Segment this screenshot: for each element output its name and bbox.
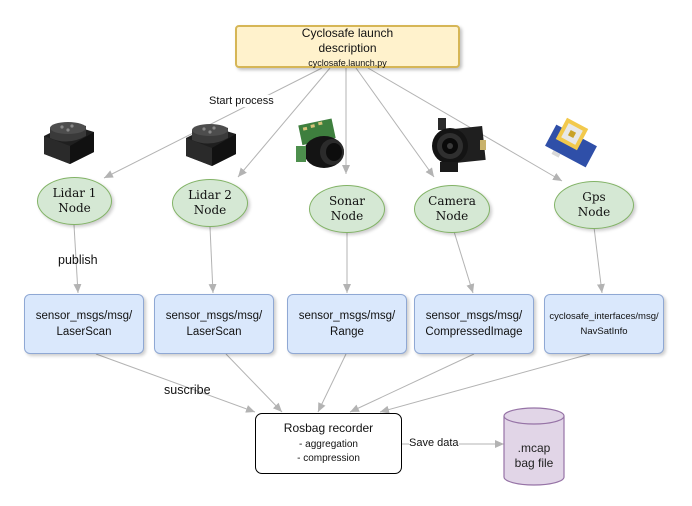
message-type-prefix: sensor_msgs/msg/ bbox=[425, 310, 523, 322]
label-subscribe: suscribe bbox=[164, 383, 211, 397]
edge-msg3-recorder bbox=[317, 353, 347, 413]
message-box-camera: sensor_msgs/msg/ CompressedImage bbox=[414, 294, 534, 354]
recorder-feature: - aggregation bbox=[299, 439, 358, 450]
label-save-data: Save data bbox=[409, 437, 459, 449]
node-sonar: Sonar Node bbox=[309, 185, 385, 233]
lidar-icon bbox=[44, 122, 94, 164]
edge-gps-msg bbox=[593, 226, 605, 294]
edge-launch-camera bbox=[355, 67, 435, 178]
message-type-name: CompressedImage bbox=[425, 326, 523, 338]
camera-icon bbox=[432, 118, 486, 172]
message-box-sonar: sensor_msgs/msg/ Range bbox=[287, 294, 407, 354]
rosbag-recorder-box: Rosbag recorder - aggregation - compress… bbox=[255, 413, 402, 474]
gps-icon bbox=[545, 117, 597, 168]
edge-msg2-recorder bbox=[225, 353, 283, 413]
message-type-name: LaserScan bbox=[186, 326, 242, 338]
lidar-icon bbox=[186, 124, 236, 166]
message-box-lidar1: sensor_msgs/msg/ LaserScan bbox=[24, 294, 144, 354]
message-type-prefix: cyclosafe_interfaces/msg/ bbox=[549, 311, 659, 322]
launch-file: cyclosafe.launch.py bbox=[308, 57, 387, 68]
message-type-name: NavSatInfo bbox=[580, 326, 628, 337]
edge-msg5-recorder bbox=[379, 353, 591, 414]
node-lidar1: Lidar 1 Node bbox=[37, 177, 112, 225]
edge-camera-msg bbox=[451, 224, 475, 294]
edge-lidar1-msg bbox=[73, 224, 82, 294]
message-type-prefix: sensor_msgs/msg/ bbox=[35, 310, 133, 322]
message-type-prefix: sensor_msgs/msg/ bbox=[298, 310, 396, 322]
launch-title: Cyclosafe launch description bbox=[301, 25, 394, 55]
edge-msg1-recorder bbox=[95, 353, 256, 413]
bag-file-label: .mcap bag file bbox=[504, 441, 564, 471]
message-box-gps: cyclosafe_interfaces/msg/ NavSatInfo bbox=[544, 294, 664, 354]
edge-launch-lidar2 bbox=[237, 67, 331, 178]
message-type-prefix: sensor_msgs/msg/ bbox=[165, 310, 263, 322]
edge-msg4-recorder bbox=[349, 353, 475, 413]
edge-lidar2-msg bbox=[208, 226, 217, 294]
edge-launch-gps bbox=[367, 67, 563, 182]
sonar-icon bbox=[296, 118, 344, 168]
message-type-name: Range bbox=[330, 326, 364, 338]
launch-description-box: Cyclosafe launch description cyclosafe.l… bbox=[235, 25, 460, 68]
node-gps: Gps Node bbox=[554, 181, 634, 229]
bag-file-cylinder bbox=[503, 407, 565, 486]
label-start-process: Start process bbox=[209, 95, 274, 107]
edge-launch-lidar1 bbox=[103, 67, 323, 179]
message-type-name: LaserScan bbox=[56, 326, 112, 338]
bag-description: bag file bbox=[514, 456, 554, 470]
message-box-lidar2: sensor_msgs/msg/ LaserScan bbox=[154, 294, 274, 354]
node-lidar2: Lidar 2 Node bbox=[172, 179, 248, 227]
node-camera: Camera Node bbox=[414, 185, 490, 233]
label-publish: publish bbox=[58, 253, 98, 267]
bag-extension: .mcap bbox=[517, 441, 551, 455]
recorder-feature: - compression bbox=[297, 453, 360, 464]
recorder-title: Rosbag recorder bbox=[283, 421, 374, 435]
